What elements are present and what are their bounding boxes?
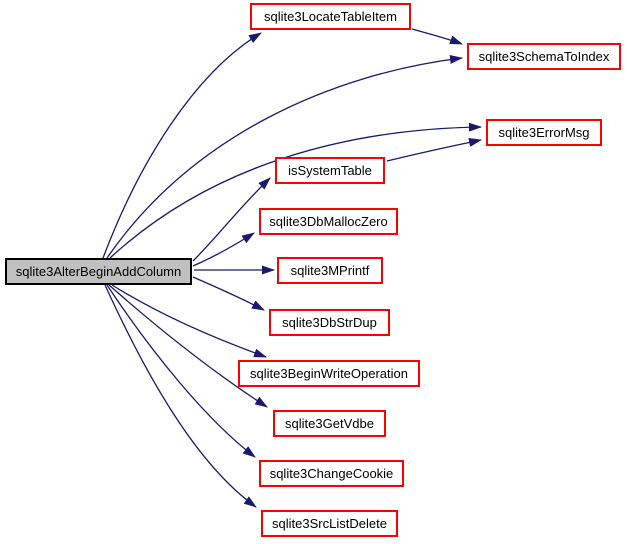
node-sqlite3SchemaToIndex[interactable]: sqlite3SchemaToIndex [467, 43, 621, 70]
edge-root-to-isSystemTable [192, 177, 271, 262]
node-sqlite3LocateTableItem[interactable]: sqlite3LocateTableItem [250, 3, 411, 30]
node-sqlite3MPrintf[interactable]: sqlite3MPrintf [277, 257, 383, 284]
edge-root-to-sqlite3SchemaToIndex [106, 55, 463, 259]
node-sqlite3AlterBeginAddColumn: sqlite3AlterBeginAddColumn [5, 258, 192, 285]
edge-root-to-sqlite3ChangeCookie [106, 284, 256, 458]
node-sqlite3ErrorMsg[interactable]: sqlite3ErrorMsg [486, 119, 602, 146]
edge-root-to-sqlite3GetVdbe [108, 284, 268, 408]
edge-root-to-sqlite3BeginWriteOperation [111, 284, 267, 358]
edge-root-to-sqlite3LocateTableItem [102, 32, 262, 259]
node-sqlite3GetVdbe[interactable]: sqlite3GetVdbe [273, 410, 386, 437]
node-sqlite3DbMallocZero[interactable]: sqlite3DbMallocZero [259, 208, 398, 235]
edge-root-to-sqlite3DbMallocZero [192, 232, 255, 267]
node-sqlite3SrcListDelete[interactable]: sqlite3SrcListDelete [261, 510, 398, 537]
edge-root-to-sqlite3ErrorMsg [109, 122, 482, 259]
edge-isSystemTable-to-sqlite3ErrorMsg [386, 138, 482, 162]
edge-root-to-sqlite3SrcListDelete [104, 284, 257, 508]
node-sqlite3ChangeCookie[interactable]: sqlite3ChangeCookie [259, 460, 404, 487]
node-sqlite3DbStrDup[interactable]: sqlite3DbStrDup [269, 309, 390, 336]
node-isSystemTable[interactable]: isSystemTable [275, 157, 385, 184]
edge-root-to-sqlite3DbStrDup [192, 276, 265, 311]
node-sqlite3BeginWriteOperation[interactable]: sqlite3BeginWriteOperation [238, 360, 420, 387]
edge-sqlite3LocateTableItem-to-sqlite3SchemaToIndex [411, 28, 463, 45]
